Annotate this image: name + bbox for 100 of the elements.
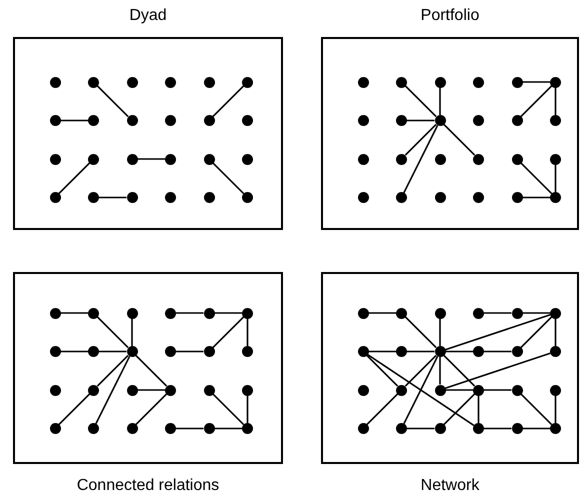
dot — [358, 384, 368, 396]
dot — [512, 192, 522, 203]
dot — [126, 154, 138, 164]
connector-line — [368, 312, 396, 314]
dot — [434, 192, 446, 203]
dot — [50, 308, 60, 318]
connector-line — [443, 124, 476, 156]
connector-line — [404, 354, 437, 387]
connector-line — [96, 316, 129, 348]
connector-line — [443, 354, 476, 387]
dot — [473, 308, 484, 318]
connector-line — [522, 312, 550, 314]
connector-line — [443, 393, 476, 426]
connector-line — [403, 125, 438, 193]
connector-line — [212, 162, 244, 194]
dot — [512, 76, 522, 88]
connector-line — [96, 85, 129, 118]
dot — [204, 192, 214, 203]
dot — [88, 346, 99, 357]
connector-line — [135, 354, 168, 387]
connector-line — [214, 312, 242, 314]
dot — [550, 115, 561, 126]
connector-line — [176, 428, 204, 430]
dot — [126, 76, 138, 88]
dot — [165, 76, 176, 88]
connector-line — [446, 389, 473, 391]
connector-line — [404, 316, 437, 348]
dot — [50, 192, 60, 203]
connector-line — [444, 352, 551, 390]
dot — [358, 154, 368, 164]
dot — [165, 115, 176, 126]
dot — [165, 384, 176, 396]
dot — [50, 423, 60, 434]
connector-line — [403, 356, 438, 424]
dot — [165, 192, 176, 203]
dot — [396, 192, 407, 203]
connector-line — [520, 162, 552, 194]
dot — [550, 423, 561, 434]
dot — [550, 154, 561, 164]
dot — [550, 192, 561, 203]
dot — [126, 115, 138, 126]
connector-line — [522, 196, 550, 198]
connector-line — [484, 350, 512, 352]
dot — [204, 115, 214, 126]
dot — [126, 192, 138, 203]
connector-line — [366, 354, 398, 387]
dot — [88, 192, 99, 203]
dot — [434, 115, 446, 126]
connector-line — [368, 350, 396, 352]
dot — [88, 308, 99, 318]
dot — [358, 308, 368, 318]
connector-line — [176, 312, 204, 314]
connector-line — [60, 312, 88, 314]
connector-line — [212, 85, 244, 118]
dot — [204, 384, 214, 396]
dot — [512, 423, 522, 434]
dot — [88, 76, 99, 88]
connector-line — [404, 124, 437, 156]
connector-line — [554, 88, 556, 115]
dot — [550, 308, 561, 318]
connector-line — [444, 314, 551, 351]
dot — [242, 115, 253, 126]
dot — [473, 423, 484, 434]
connector-line — [554, 318, 556, 346]
dot — [126, 308, 138, 318]
connector-line — [60, 120, 88, 122]
connector-line — [439, 318, 441, 346]
dot — [242, 423, 253, 434]
dot — [165, 308, 176, 318]
connector-line — [366, 393, 398, 426]
connector-line — [367, 354, 474, 426]
dot — [88, 154, 99, 164]
dot — [358, 423, 368, 434]
dot — [358, 192, 368, 203]
dot — [396, 308, 407, 318]
dot — [50, 384, 60, 396]
dot — [473, 346, 484, 357]
connector-line — [131, 318, 133, 346]
connector-line — [138, 389, 165, 391]
dot — [204, 346, 214, 357]
connector-line — [478, 396, 480, 423]
dot — [396, 76, 407, 88]
panel-title: Network — [420, 476, 480, 496]
dot — [242, 192, 253, 203]
connector-line — [522, 428, 550, 430]
connector-line — [554, 164, 556, 192]
dot — [242, 346, 253, 357]
dot — [50, 115, 60, 126]
connector-line — [212, 393, 244, 426]
dot — [88, 423, 99, 434]
dot — [242, 154, 253, 164]
dot — [396, 154, 407, 164]
connector-line — [99, 350, 126, 352]
dot — [204, 423, 214, 434]
connector-line — [58, 162, 90, 194]
connector-line — [96, 354, 129, 387]
dot — [512, 384, 522, 396]
dot — [512, 115, 522, 126]
connector-line — [95, 356, 130, 424]
connector-line — [212, 316, 244, 348]
